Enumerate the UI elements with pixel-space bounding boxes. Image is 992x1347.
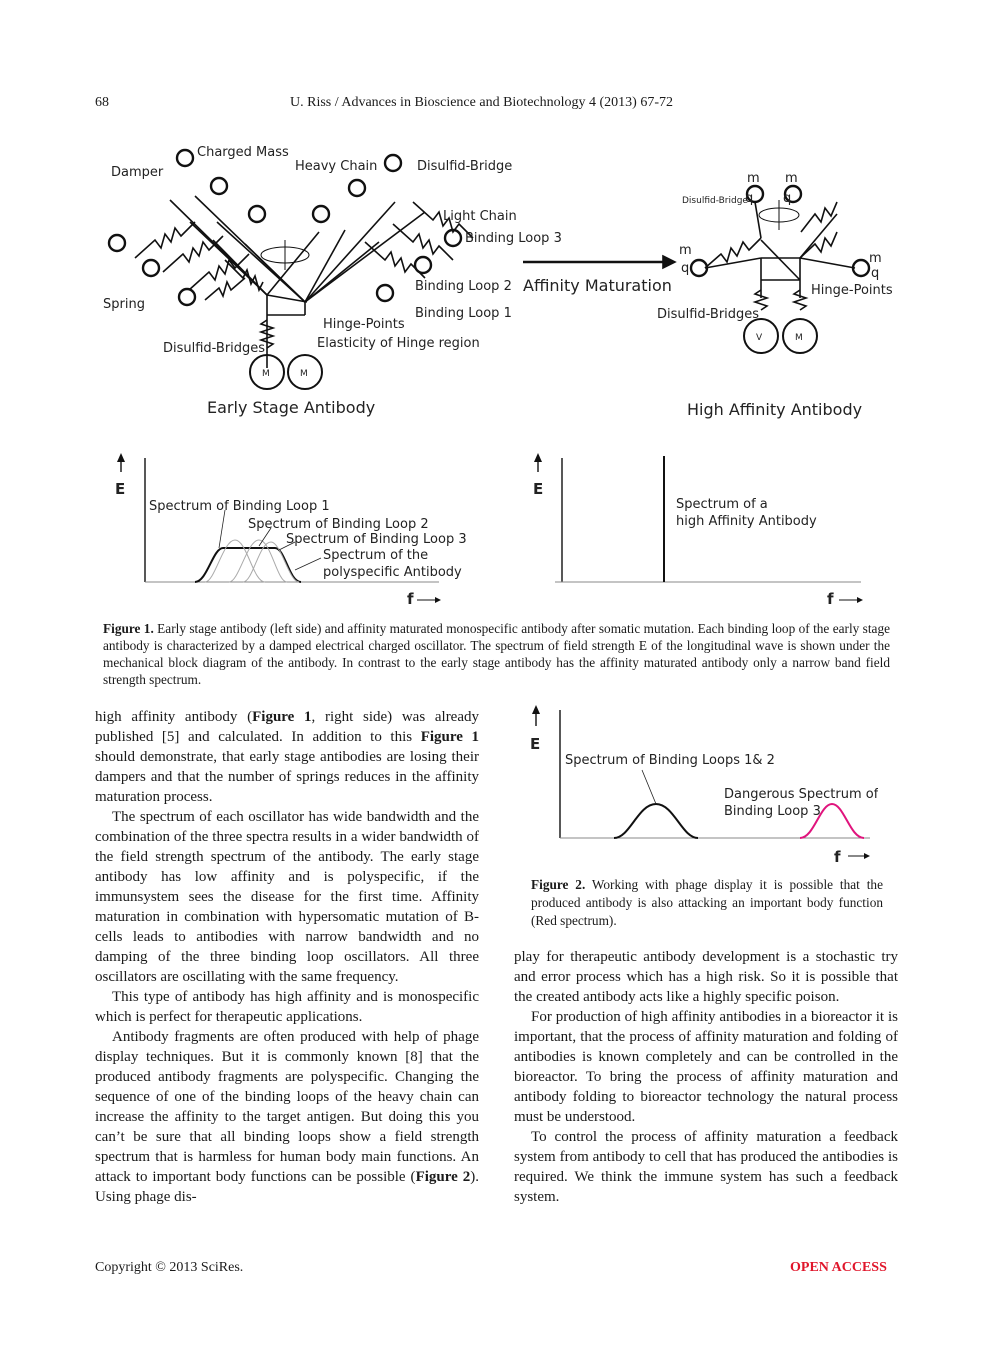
label-spectrum-high-1: Spectrum of a: [676, 497, 768, 512]
label-damper: Damper: [111, 165, 164, 180]
label-spectrum-loop2: Spectrum of Binding Loop 2: [248, 517, 429, 532]
paragraph: This type of antibody has high affinity …: [95, 989, 479, 1025]
paragraph: Antibody fragments are often produced wi…: [95, 1029, 480, 1205]
svg-text:q: q: [681, 261, 689, 276]
label-elasticity: Elasticity of Hinge region: [317, 336, 480, 351]
running-head: U. Riss / Advances in Bioscience and Bio…: [290, 95, 673, 110]
open-access-badge: OPEN ACCESS: [790, 1260, 887, 1275]
early-antibody-diagram: [134, 195, 474, 368]
spectrum-left-x-label: f: [407, 590, 414, 608]
paragraph: To control the process of affinity matur…: [514, 1129, 898, 1205]
label-spectrum-high-2: high Affinity Antibody: [676, 514, 817, 529]
label-spectrum-loop1: Spectrum of Binding Loop 1: [149, 499, 330, 514]
label-disulfid-bridges-right: Disulfid-Bridges: [657, 307, 759, 322]
svg-text:M: M: [300, 369, 308, 379]
loops12-spectrum-curve: [613, 802, 699, 839]
figure-1-caption-text: Early stage antibody (left side) and aff…: [103, 621, 890, 687]
label-charged-mass: Charged Mass: [197, 145, 289, 160]
svg-text:m: m: [679, 243, 692, 258]
label-spectrum-loop3: Spectrum of Binding Loop 3: [286, 532, 467, 547]
fig2-y-label: E: [530, 735, 540, 753]
body-left-column: high affinity antibody (Figure 1, right …: [95, 707, 479, 1207]
paragraph: For production of high affinity antibodi…: [514, 1009, 898, 1125]
paragraph: high affinity antibody (Figure 1, right …: [95, 709, 480, 805]
svg-text:V: V: [756, 333, 763, 343]
paragraph: play for therapeutic antibody developmen…: [514, 949, 898, 1005]
figure-2-caption-label: Figure 2.: [531, 877, 586, 892]
spectrum-right-plot: [534, 453, 863, 603]
figure-2: E f Spectrum of Binding Loops 1& 2 Dange…: [530, 705, 878, 866]
figure-2-caption: Figure 2. Working with phage display it …: [531, 876, 883, 930]
figure-2-caption-text: Working with phage display it is possibl…: [531, 877, 883, 928]
fig2-x-label: f: [834, 848, 841, 866]
label-binding-loop-3: Binding Loop 3: [465, 231, 562, 246]
affinity-maturation-label: Affinity Maturation: [523, 276, 672, 295]
svg-text:q: q: [745, 191, 753, 206]
label-danger-1: Dangerous Spectrum of: [724, 787, 878, 802]
figure-1: Charged Mass Damper Heavy Chain Disulfid…: [103, 145, 893, 608]
paragraph: The spectrum of each oscillator has wide…: [95, 809, 479, 985]
figure-1-caption-label: Figure 1.: [103, 621, 154, 636]
early-stage-title: Early Stage Antibody: [207, 398, 375, 417]
high-affinity-diagram: [704, 200, 856, 311]
spectrum-right-x-label: f: [827, 590, 834, 608]
mass-m-right-circle: [287, 354, 323, 390]
label-danger-2: Binding Loop 3: [724, 804, 821, 819]
label-spectrum-poly-1: Spectrum of the: [323, 548, 428, 563]
high-affinity-title: High Affinity Antibody: [687, 400, 862, 419]
label-spectrum-poly-2: polyspecific Antibody: [323, 565, 462, 580]
svg-text:m: m: [747, 171, 760, 186]
label-loops12: Spectrum of Binding Loops 1& 2: [565, 753, 775, 768]
figure-ref-link[interactable]: Figure 1: [252, 709, 312, 725]
body-right-column: play for therapeutic antibody developmen…: [514, 947, 898, 1207]
label-disulfid-bridges: Disulfid-Bridges: [163, 341, 265, 356]
copyright-footer: Copyright © 2013 SciRes.: [95, 1260, 244, 1275]
svg-text:M: M: [795, 333, 803, 343]
svg-text:q: q: [871, 266, 879, 281]
charged-mass-circles: [107, 148, 463, 307]
svg-text:m: m: [869, 251, 882, 266]
label-heavy-chain: Heavy Chain: [295, 159, 377, 174]
figure-1-caption: Figure 1. Early stage antibody (left sid…: [103, 620, 890, 688]
figure-ref-link[interactable]: Figure 1: [420, 729, 480, 745]
svg-text:m: m: [785, 171, 798, 186]
mass-m-left-circle: [249, 354, 285, 390]
label-hinge-points: Hinge-Points: [323, 317, 405, 332]
dangerous-spectrum-curve: [799, 802, 865, 839]
label-spring: Spring: [103, 297, 145, 312]
spectrum-left-plot: [117, 453, 441, 603]
page-number: 68: [95, 95, 109, 110]
label-binding-loop-2: Binding Loop 2: [415, 279, 512, 294]
svg-text:q: q: [783, 191, 791, 206]
figure-ref-link[interactable]: Figure 2: [415, 1169, 471, 1185]
spectrum-left-y-label: E: [115, 480, 125, 498]
spectrum-right-y-label: E: [533, 480, 543, 498]
svg-text:M: M: [262, 369, 270, 379]
label-light-chain: Light Chain: [443, 209, 517, 224]
label-disulfid-bridge: Disulfid-Bridge: [417, 159, 512, 174]
label-binding-loop-1: Binding Loop 1: [415, 306, 512, 321]
svg-text:Disulfid-Bridge: Disulfid-Bridge: [682, 196, 748, 206]
label-hinge-points-right: Hinge-Points: [811, 283, 893, 298]
